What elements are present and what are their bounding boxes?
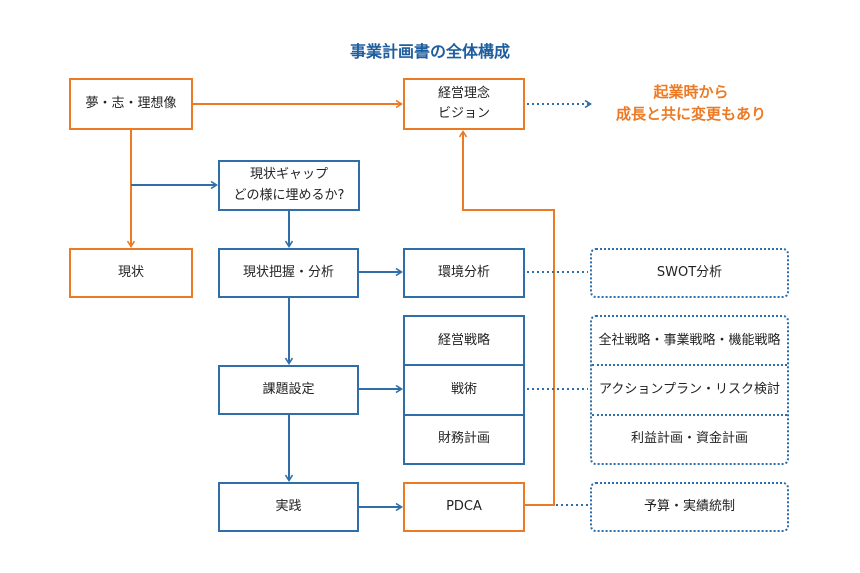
gap-box: 現状ギャップ どの様に埋めるか? [218, 160, 360, 211]
practice-label: 実践 [275, 498, 302, 514]
environment-box: 環境分析 [403, 248, 525, 298]
finance-cell: 財務計画 [405, 413, 523, 463]
change-note: 起業時から 成長と共に変更もあり [596, 82, 786, 126]
note-line-1: 起業時から [653, 83, 729, 101]
budget-box: 予算・実績統制 [590, 482, 789, 532]
pdca-feedback-arrow [463, 132, 555, 506]
detail-label-1: 全社戦略・事業戦略・機能戦略 [598, 332, 781, 348]
detail-label-2: アクションプラン・リスク検討 [599, 381, 780, 397]
issue-label: 課題設定 [262, 381, 315, 397]
budget-label: 予算・実績統制 [643, 498, 735, 514]
gap-label-2: どの様に埋めるか? [233, 187, 345, 203]
detail-cell-1: 全社戦略・事業戦略・機能戦略 [592, 317, 787, 364]
strategy-detail-group: 全社戦略・事業戦略・機能戦略 アクションプラン・リスク検討 利益計画・資金計画 [590, 315, 789, 465]
swot-box: SWOT分析 [590, 248, 789, 298]
environment-label: 環境分析 [437, 264, 490, 280]
finance-label: 財務計画 [437, 431, 490, 447]
swot-label: SWOT分析 [656, 264, 723, 280]
pdca-label: PDCA [446, 498, 482, 514]
detail-cell-3: 利益計画・資金計画 [592, 413, 787, 463]
strategy-label: 経営戦略 [437, 332, 490, 348]
detail-cell-2: アクションプラン・リスク検討 [592, 364, 787, 413]
detail-label-3: 利益計画・資金計画 [630, 431, 748, 447]
current-label: 現状 [117, 264, 144, 280]
dream-box: 夢・志・理想像 [69, 78, 193, 130]
current-box: 現状 [69, 248, 193, 298]
strategy-cell: 経営戦略 [405, 317, 523, 364]
philosophy-label-2: ビジョン [437, 106, 490, 121]
note-line-2: 成長と共に変更もあり [615, 104, 766, 123]
strategy-group: 経営戦略 戦術 財務計画 [403, 315, 525, 465]
pdca-box: PDCA [403, 482, 525, 532]
issue-box: 課題設定 [218, 365, 359, 415]
dream-label: 夢・志・理想像 [85, 95, 177, 111]
practice-box: 実践 [218, 482, 359, 532]
philosophy-label-1: 経営理念 [437, 85, 490, 101]
tactics-label: 戦術 [450, 381, 477, 397]
analysis-box: 現状把握・分析 [218, 248, 359, 298]
diagram-title: 事業計画書の全体構成 [349, 42, 510, 61]
gap-label-1: 現状ギャップ [249, 167, 328, 183]
tactics-cell: 戦術 [405, 364, 523, 413]
philosophy-box: 経営理念 ビジョン [403, 78, 525, 130]
analysis-label: 現状把握・分析 [242, 264, 334, 280]
